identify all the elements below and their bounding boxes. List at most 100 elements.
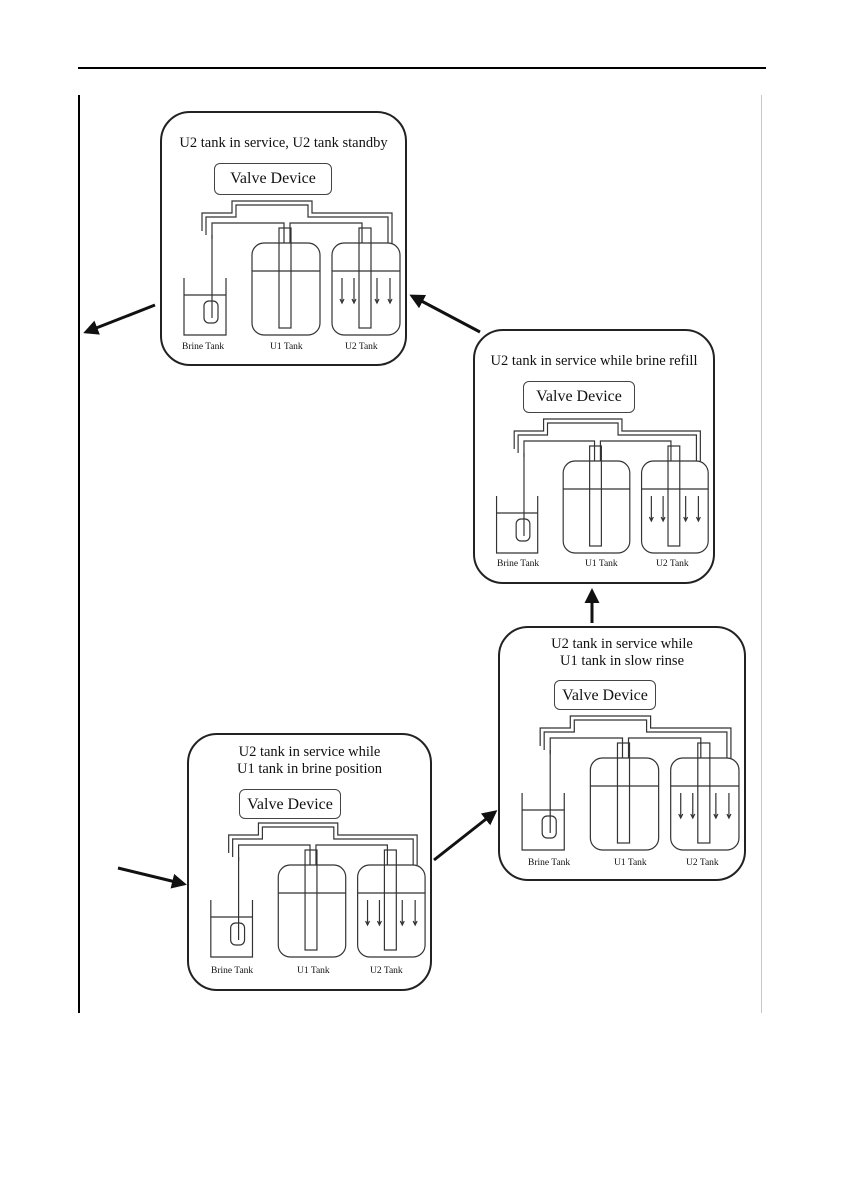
u1-tank-label: U1 Tank bbox=[297, 966, 330, 976]
system-schematic bbox=[183, 200, 401, 336]
panel-brine-refill: U2 tank in service while brine refill Va… bbox=[473, 329, 715, 584]
brine-tank bbox=[521, 793, 565, 851]
u2-tank-label: U2 Tank bbox=[656, 559, 689, 569]
u2-tank-body bbox=[670, 757, 740, 851]
pipe-branch bbox=[211, 222, 363, 243]
flow-arrow bbox=[412, 900, 418, 927]
figure-right-border bbox=[761, 95, 762, 1013]
u2-tank-label: U2 Tank bbox=[370, 966, 403, 976]
flow-arrow bbox=[690, 793, 696, 820]
u2-riser-tube bbox=[358, 227, 372, 329]
flow-arrow bbox=[648, 496, 654, 523]
figure-left-border bbox=[78, 95, 80, 1013]
u1-tank-label: U1 Tank bbox=[614, 858, 647, 868]
valve-device-box: Valve Device bbox=[523, 381, 635, 413]
flow-arrow bbox=[399, 900, 405, 927]
brine-tank bbox=[183, 278, 227, 336]
panel-title-line: U2 tank in service while bbox=[551, 636, 693, 652]
system-schematic bbox=[495, 418, 709, 554]
pipe-manifold bbox=[201, 200, 393, 243]
pipe-manifold bbox=[543, 719, 728, 758]
header-rule bbox=[78, 67, 766, 69]
panel-brine-position: U2 tank in service while U1 tank in brin… bbox=[187, 733, 432, 991]
panel-title: U2 tank in service while brine refill bbox=[475, 353, 713, 370]
brine-tank bbox=[210, 900, 254, 958]
flow-arrow bbox=[683, 496, 689, 523]
pipe-branch bbox=[237, 844, 388, 865]
u1-tank-label: U1 Tank bbox=[270, 342, 303, 352]
panel-title: U2 tank in service, U2 tank standby bbox=[162, 135, 405, 152]
u1-tank-body bbox=[277, 864, 347, 958]
flow-arrow bbox=[726, 793, 732, 820]
u2-tank-label: U2 Tank bbox=[686, 858, 719, 868]
flow-arrow bbox=[387, 278, 393, 305]
u1-tank-body bbox=[562, 460, 631, 554]
valve-device-label: Valve Device bbox=[562, 687, 648, 704]
flow-arrow bbox=[695, 496, 701, 523]
brine-tank-label: Brine Tank bbox=[211, 966, 254, 976]
panel-standby: U2 tank in service, U2 tank standby Valv… bbox=[160, 111, 407, 366]
panel-title: U2 tank in service while U1 tank in brin… bbox=[189, 744, 430, 778]
system-schematic bbox=[210, 822, 426, 958]
schematic-group bbox=[495, 418, 709, 554]
flow-arrow bbox=[678, 793, 684, 820]
brine-tank-label: Brine Tank bbox=[182, 342, 225, 352]
valve-device-box: Valve Device bbox=[554, 680, 656, 710]
brine-valve bbox=[230, 922, 246, 946]
arrow-to-slow-rinse bbox=[433, 810, 498, 862]
u2-riser-tube bbox=[383, 849, 397, 951]
u1-tank-body bbox=[251, 242, 321, 336]
schematic-group bbox=[183, 200, 401, 336]
panel-slow-rinse: U2 tank in service while U1 tank in slow… bbox=[498, 626, 746, 881]
schematic-group bbox=[210, 822, 426, 958]
pipe-manifold bbox=[517, 422, 698, 461]
valve-device-box: Valve Device bbox=[214, 163, 332, 195]
u1-riser-tube bbox=[589, 445, 602, 547]
panel-title-line: U1 tank in brine position bbox=[237, 761, 382, 777]
panel-title-line: U2 tank in service while brine refill bbox=[490, 353, 698, 369]
u2-riser-tube bbox=[697, 742, 711, 844]
system-schematic bbox=[521, 715, 740, 851]
arrow-to-standby bbox=[409, 294, 481, 334]
valve-device-box: Valve Device bbox=[239, 789, 341, 819]
pipe-manifold bbox=[228, 822, 418, 865]
flow-arrow bbox=[376, 900, 382, 927]
brine-tank-label: Brine Tank bbox=[528, 858, 571, 868]
u1-riser-tube bbox=[278, 227, 292, 329]
pipe-manifold bbox=[539, 715, 732, 758]
arrow-incoming bbox=[117, 866, 187, 889]
panel-title-line: U1 tank in slow rinse bbox=[559, 653, 685, 669]
u1-tank-body bbox=[589, 757, 660, 851]
flow-arrow bbox=[660, 496, 666, 523]
valve-device-label: Valve Device bbox=[247, 796, 333, 813]
brine-valve bbox=[515, 518, 531, 542]
u2-tank-body bbox=[640, 460, 709, 554]
pipe-manifold bbox=[205, 204, 389, 243]
flow-arrow bbox=[374, 278, 380, 305]
pipe-manifold bbox=[513, 418, 701, 461]
flow-arrow bbox=[339, 278, 345, 305]
u2-tank-body bbox=[331, 242, 401, 336]
brine-tank-label: Brine Tank bbox=[497, 559, 540, 569]
u1-tank-label: U1 Tank bbox=[585, 559, 618, 569]
valve-device-label: Valve Device bbox=[230, 170, 316, 187]
panel-title-line: U2 tank in service while bbox=[238, 744, 381, 760]
arrow-outgoing bbox=[83, 303, 156, 335]
brine-tank bbox=[495, 496, 539, 554]
u1-riser-tube bbox=[616, 742, 631, 844]
pipe-branch bbox=[549, 737, 702, 758]
schematic-group bbox=[521, 715, 740, 851]
brine-valve bbox=[203, 300, 219, 324]
valve-device-label: Valve Device bbox=[536, 388, 622, 405]
pipe-branch bbox=[523, 440, 672, 461]
flow-arrow bbox=[713, 793, 719, 820]
u1-riser-tube bbox=[304, 849, 318, 951]
flow-arrow bbox=[365, 900, 371, 927]
u2-tank-body bbox=[357, 864, 426, 958]
flow-arrow bbox=[351, 278, 357, 305]
u2-tank-label: U2 Tank bbox=[345, 342, 378, 352]
pipe-manifold bbox=[232, 826, 414, 865]
panel-title: U2 tank in service while U1 tank in slow… bbox=[500, 636, 744, 670]
brine-valve bbox=[541, 815, 557, 839]
